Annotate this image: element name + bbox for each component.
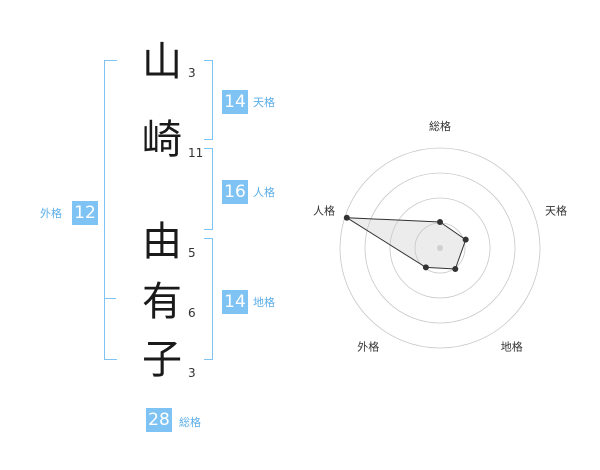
radar-center-dot	[437, 245, 443, 251]
radar-axis-label: 地格	[501, 340, 523, 354]
radar-axis-label: 天格	[545, 203, 567, 217]
jinkaku-bracket	[204, 148, 213, 230]
radar-point	[343, 214, 350, 221]
radar-data-polygon	[344, 217, 467, 270]
stroke-count-3: 5	[188, 246, 196, 260]
tenkaku-label: 天格	[253, 96, 275, 109]
stroke-count-4: 6	[188, 306, 196, 320]
gaikaku-value: 12	[72, 201, 98, 225]
stroke-count-1: 3	[188, 66, 196, 80]
tenkaku-bracket	[204, 60, 213, 140]
radar-ring	[339, 147, 541, 349]
chikaku-label: 地格	[253, 296, 275, 309]
radar-point	[422, 264, 429, 271]
tenkaku-value: 14	[222, 90, 248, 114]
radar-ring	[364, 172, 516, 324]
gaikaku-bracket	[104, 60, 117, 360]
radar-axis-label: 外格	[357, 340, 379, 354]
soukaku-value: 28	[146, 408, 172, 432]
radar-axis-label: 人格	[313, 203, 335, 217]
gaikaku-bracket-tick	[104, 298, 116, 299]
jinkaku-label: 人格	[253, 186, 275, 199]
radar-axis-label: 総格	[429, 119, 451, 133]
soukaku-label: 総格	[179, 416, 201, 429]
name-char-5: 子	[142, 337, 182, 383]
gaikaku-label: 外格	[40, 207, 62, 220]
chikaku-bracket	[204, 238, 213, 360]
radar-point	[437, 219, 443, 225]
radar-ring	[389, 197, 491, 299]
stroke-count-2: 11	[188, 146, 204, 160]
radar-point	[462, 236, 469, 243]
stroke-count-5: 3	[188, 366, 196, 380]
chikaku-value: 14	[222, 290, 248, 314]
radar-point	[452, 266, 459, 273]
name-char-3: 由	[142, 219, 182, 265]
name-char-2: 崎	[142, 117, 182, 163]
name-char-1: 山	[142, 39, 182, 85]
name-char-4: 有	[142, 279, 182, 325]
jinkaku-value: 16	[222, 180, 248, 204]
